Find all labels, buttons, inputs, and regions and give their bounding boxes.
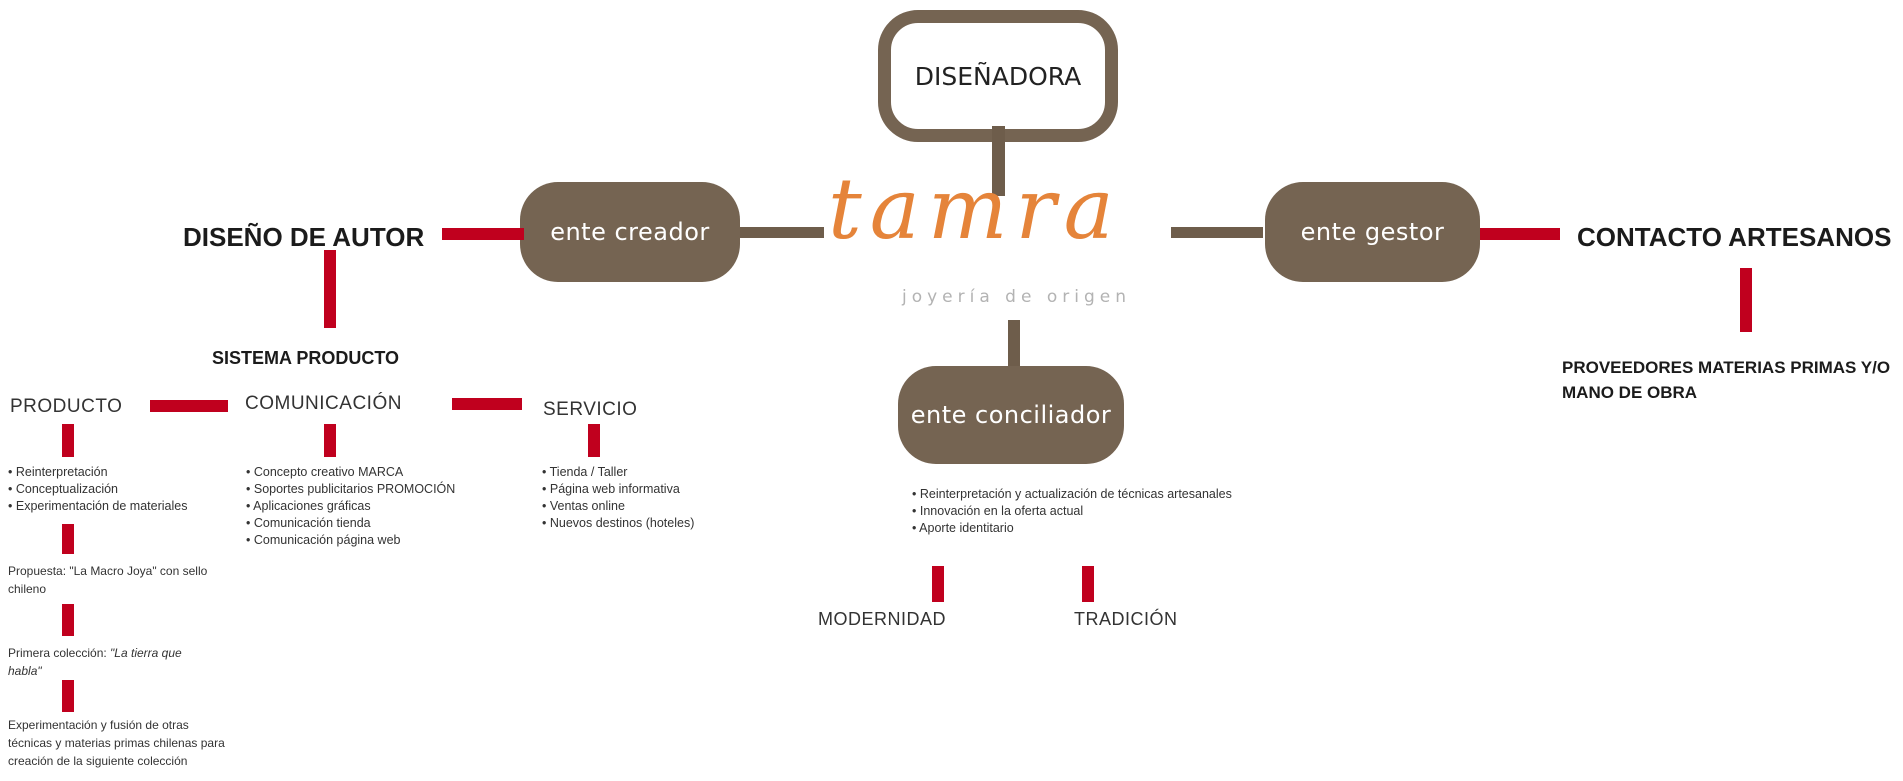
ente-gestor-pill: ente gestor xyxy=(1265,182,1480,282)
contacto-artesanos-title: CONTACTO ARTESANOS xyxy=(1577,222,1892,252)
disenadora-label: DISEÑADORA xyxy=(914,61,1082,91)
producto-item: Conceptualización xyxy=(8,481,238,498)
connector-comunicacion-items xyxy=(324,424,336,457)
connector-coleccion-experimentacion xyxy=(62,680,74,712)
servicio-title: SERVICIO xyxy=(543,399,638,420)
ente-creador-label: ente creador xyxy=(550,218,710,246)
experimentacion-text: Experimentación y fusión de otras técnic… xyxy=(8,718,225,768)
connector-producto-items xyxy=(62,424,74,457)
comunicacion-list: Concepto creativo MARCA Soportes publici… xyxy=(246,464,506,549)
conciliador-item: Innovación en la oferta actual xyxy=(912,503,1242,520)
conciliador-item: Reinterpretación y actualización de técn… xyxy=(912,486,1242,503)
connector-contacto-proveedores xyxy=(1740,268,1752,332)
proveedores-text: PROVEEDORES MATERIAS PRIMAS Y/O MANO DE … xyxy=(1562,358,1891,402)
producto-title: PRODUCTO xyxy=(10,396,123,417)
connector-modernidad xyxy=(932,566,944,602)
comunicacion-item: Aplicaciones gráficas xyxy=(246,498,506,515)
servicio-list: Tienda / Taller Página web informativa V… xyxy=(542,464,762,532)
connector-disenadora-logo xyxy=(992,126,1005,196)
comunicacion-title: COMUNICACIÓN xyxy=(245,393,402,414)
servicio-item: Tienda / Taller xyxy=(542,464,762,481)
disenadora-box: DISEÑADORA xyxy=(878,10,1118,142)
ente-conciliador-label: ente conciliador xyxy=(910,401,1112,429)
tamra-logo-tagline: joyería de origen xyxy=(902,287,1131,307)
ente-creador-pill: ente creador xyxy=(520,182,740,282)
tradicion-label: TRADICIÓN xyxy=(1074,609,1178,629)
ente-gestor-label: ente gestor xyxy=(1300,218,1445,246)
conciliador-item: Aporte identitario xyxy=(912,520,1242,537)
coleccion-prefix: Primera colección: xyxy=(8,646,111,660)
coleccion-text: Primera colección: "La tierra que habla" xyxy=(8,644,218,680)
coleccion-name: "La tierra que habla" xyxy=(8,646,182,678)
servicio-item: Página web informativa xyxy=(542,481,762,498)
comunicacion-item: Comunicación tienda xyxy=(246,515,506,532)
connector-propuesta-coleccion xyxy=(62,604,74,636)
connector-gestor-contacto xyxy=(1480,228,1560,240)
connector-producto-propuesta xyxy=(62,524,74,554)
connector-comunicacion-servicio xyxy=(452,398,522,410)
propuesta-text: Propuesta: "La Macro Joya" con sello chi… xyxy=(8,564,208,596)
sistema-producto-title: SISTEMA PRODUCTO xyxy=(212,348,400,368)
connector-logo-conciliador xyxy=(1008,320,1020,370)
producto-list: Reinterpretación Conceptualización Exper… xyxy=(8,464,238,515)
comunicacion-item: Concepto creativo MARCA xyxy=(246,464,506,481)
connector-creador-logo xyxy=(736,227,824,238)
connector-producto-comunicacion xyxy=(150,400,228,412)
connector-servicio-items xyxy=(588,424,600,457)
comunicacion-item: Comunicación página web xyxy=(246,532,506,549)
comunicacion-item: Soportes publicitarios PROMOCIÓN xyxy=(246,481,506,498)
connector-tradicion xyxy=(1082,566,1094,602)
connector-logo-gestor xyxy=(1171,227,1263,238)
conciliador-list: Reinterpretación y actualización de técn… xyxy=(912,486,1242,537)
ente-conciliador-pill: ente conciliador xyxy=(898,366,1124,464)
modernidad-label: MODERNIDAD xyxy=(818,609,947,629)
producto-item: Experimentación de materiales xyxy=(8,498,238,515)
producto-item: Reinterpretación xyxy=(8,464,238,481)
connector-autor-sistema xyxy=(324,250,336,328)
tamra-logo: tamra xyxy=(828,160,1122,258)
servicio-item: Ventas online xyxy=(542,498,762,515)
servicio-item: Nuevos destinos (hoteles) xyxy=(542,515,762,532)
connector-autor-creador xyxy=(442,228,524,240)
diseno-de-autor-title: DISEÑO DE AUTOR xyxy=(183,222,425,252)
